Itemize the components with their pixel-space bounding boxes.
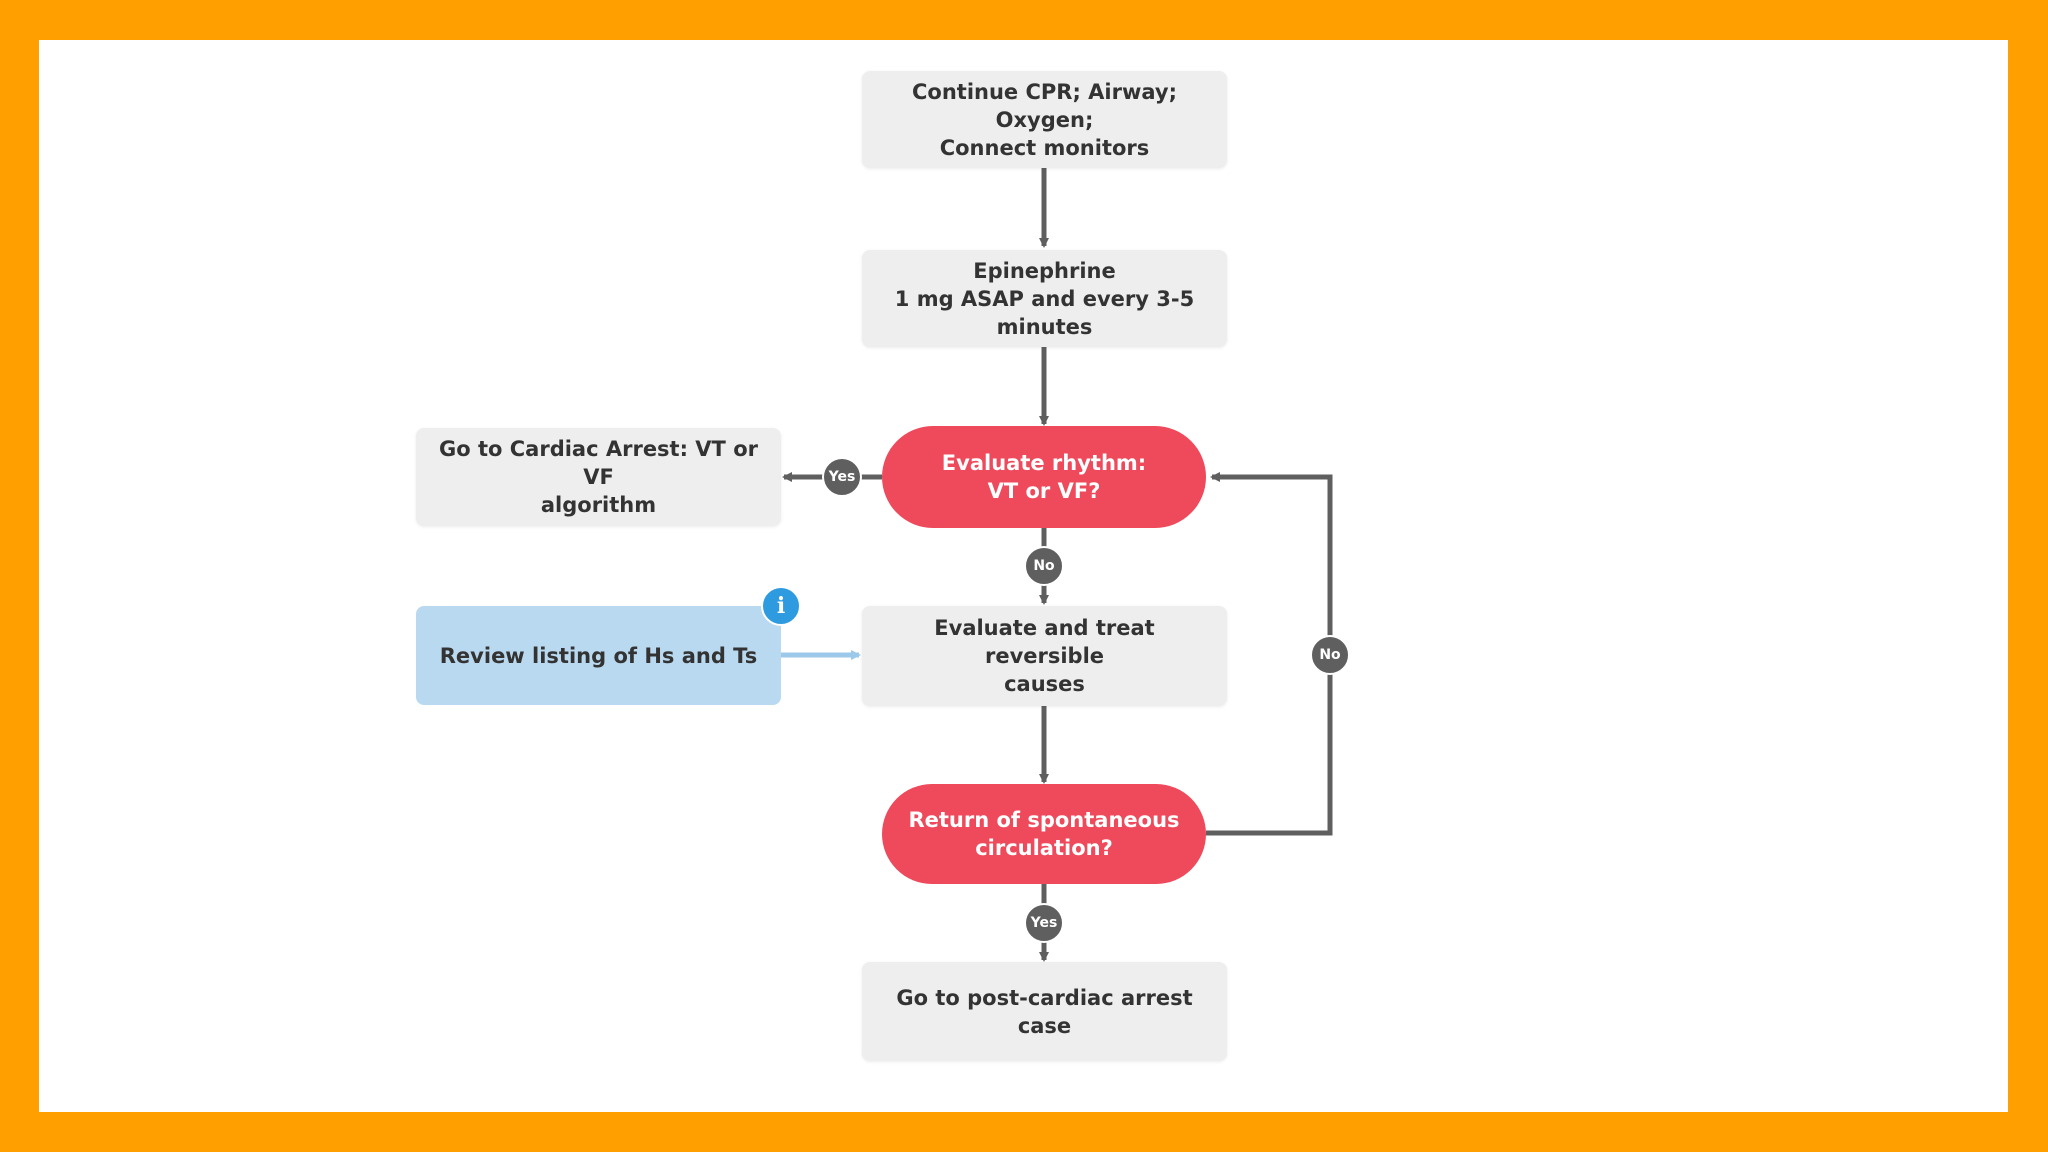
edge-label-no-treat-reversible: No xyxy=(1024,546,1064,586)
diagram-canvas xyxy=(39,40,2008,1112)
info-icon[interactable]: i xyxy=(761,586,801,626)
decision-evaluate-rhythm: Evaluate rhythm: VT or VF? xyxy=(882,426,1206,528)
node-continue-cpr: Continue CPR; Airway; Oxygen; Connect mo… xyxy=(862,71,1227,168)
node-epinephrine: Epinephrine 1 mg ASAP and every 3-5 minu… xyxy=(862,250,1227,347)
decision-rosc: Return of spontaneous circulation? xyxy=(882,784,1206,884)
node-treat-reversible-causes: Evaluate and treat reversible causes xyxy=(862,606,1227,706)
edge-label-no-loop: No xyxy=(1310,635,1350,675)
edge-label-yes-vt-vf: Yes xyxy=(822,457,862,497)
edge-label-yes-post-arrest: Yes xyxy=(1024,903,1064,943)
node-post-cardiac-arrest: Go to post-cardiac arrest case xyxy=(862,962,1227,1061)
node-review-hs-ts: Review listing of Hs and Ts xyxy=(416,606,781,705)
node-cardiac-arrest-vt-vf: Go to Cardiac Arrest: VT or VF algorithm xyxy=(416,428,781,526)
